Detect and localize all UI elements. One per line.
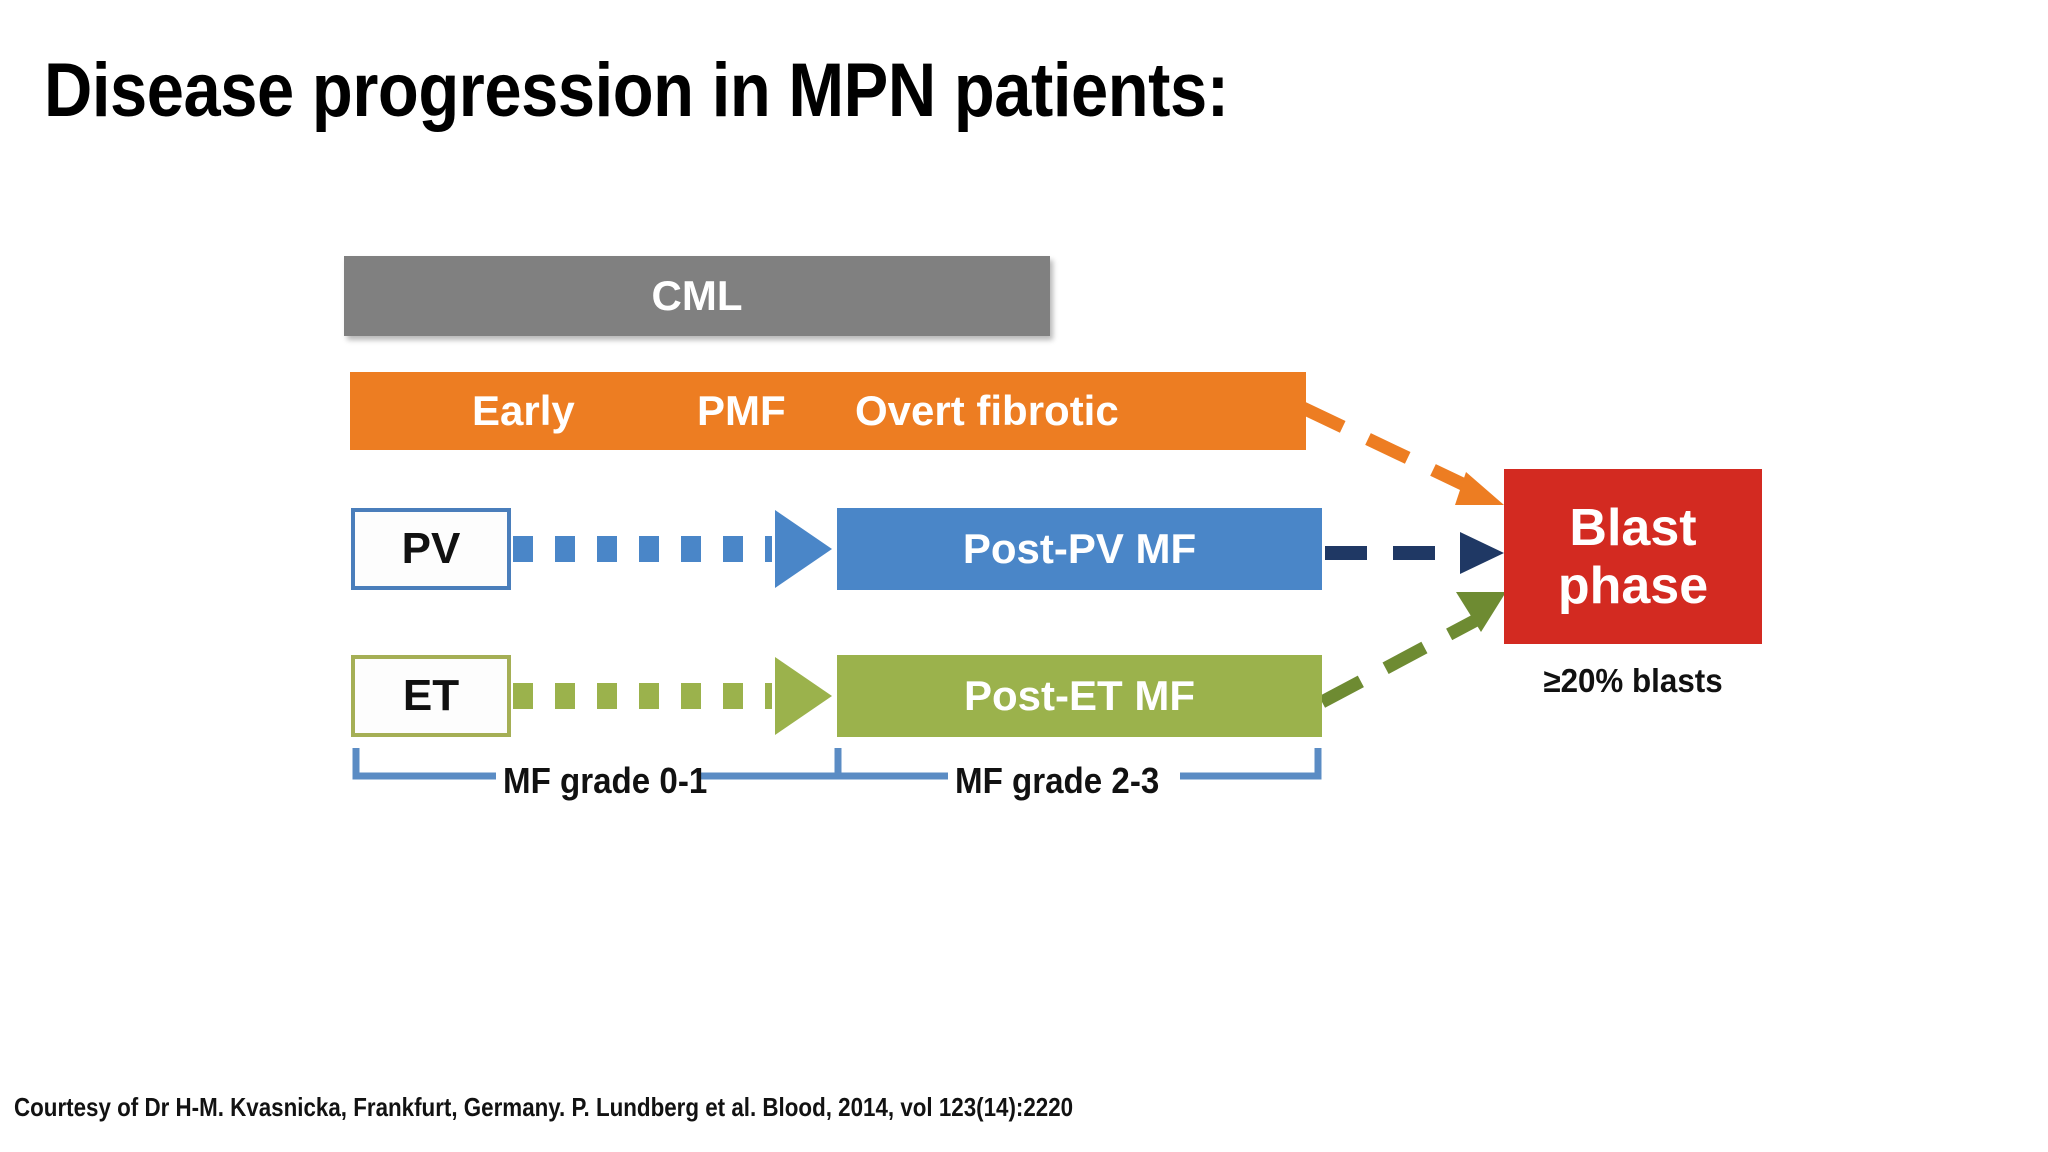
bar-pmf-label-early: Early: [472, 387, 575, 434]
mf-grade-high-label: MF grade 2-3: [955, 760, 1160, 801]
arrow-post-et-mf-to-blast-phase: [1318, 592, 1506, 708]
arrow-pmf-to-blast-phase: [1300, 402, 1504, 505]
bar-cml-label: CML: [651, 272, 743, 319]
box-et-label: ET: [402, 671, 460, 720]
bar-pmf-label-overt-fibrotic: Overt fibrotic: [855, 387, 1119, 434]
mf-grade-low-label: MF grade 0-1: [503, 760, 708, 801]
bar-pmf-label-pmf: PMF: [697, 387, 786, 434]
arrow-et-to-post-et-mf: [513, 657, 832, 735]
bar-post-pv-mf-label: Post-PV MF: [962, 525, 1197, 572]
arrow-pv-to-post-pv-mf: [513, 510, 832, 588]
box-blast-phase-line1: Blast: [1569, 498, 1697, 557]
arrow-post-pv-mf-to-blast-phase: [1325, 532, 1504, 574]
bar-pmf: Early PMF Overt fibrotic: [350, 372, 1306, 450]
bar-cml: CML: [344, 256, 1050, 336]
page-title: Disease progression in MPN patients:: [44, 48, 1229, 133]
footer-credit: Courtesy of Dr H-M. Kvasnicka, Frankfurt…: [14, 1092, 1074, 1122]
bar-post-pv-mf: Post-PV MF: [837, 508, 1322, 590]
box-et: ET: [351, 655, 511, 737]
box-pv-label: PV: [401, 524, 461, 573]
bar-post-et-mf-label: Post-ET MF: [964, 672, 1195, 719]
box-pv: PV: [351, 508, 511, 590]
blast-threshold-label: ≥20% blasts: [1543, 662, 1723, 699]
bar-post-et-mf: Post-ET MF: [837, 655, 1322, 737]
box-blast-phase-line2: phase: [1557, 556, 1709, 615]
box-blast-phase: Blast phase: [1504, 469, 1762, 644]
